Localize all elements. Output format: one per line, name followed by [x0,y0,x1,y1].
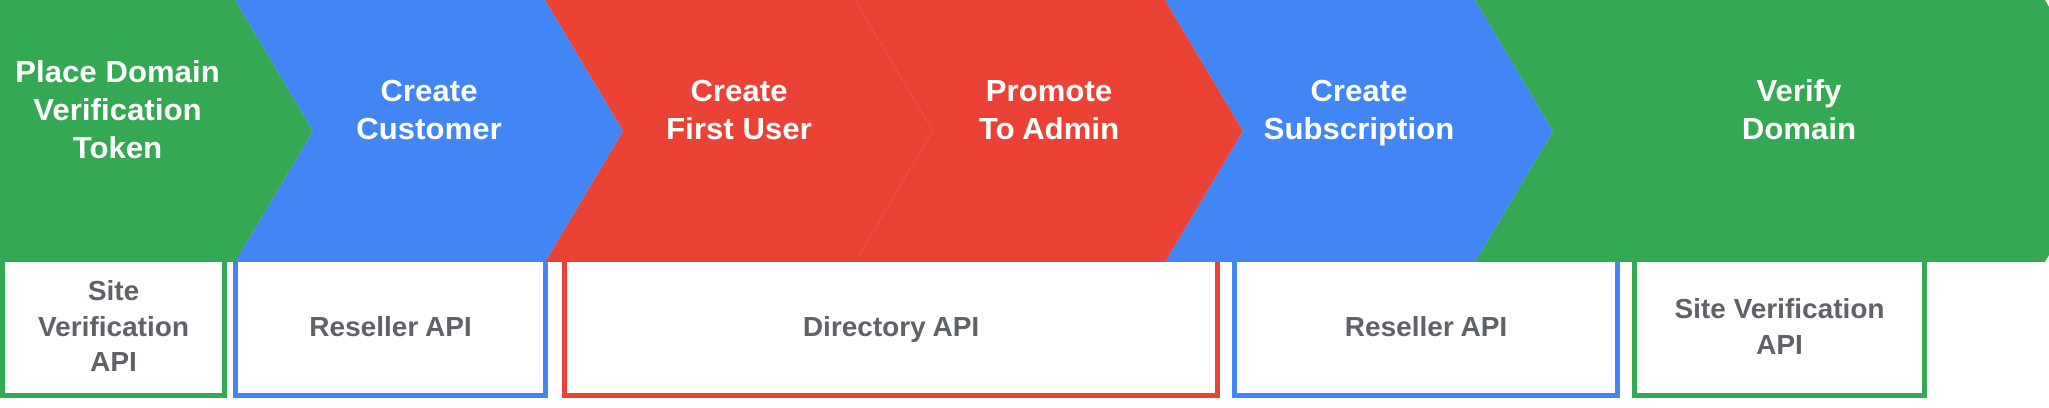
api-box-site-verification-api-1[interactable]: Site Verification API [0,255,227,398]
api-label: Reseller API [309,310,472,342]
api-box-band: Site Verification API Reseller API Direc… [0,255,2049,408]
step-label: Create Customer [356,72,502,146]
api-box-reseller-api-2[interactable]: Reseller API [1232,255,1620,398]
step-chevron-place-domain-verification-token[interactable]: Place Domain Verification Token [0,0,313,262]
api-box-directory-api[interactable]: Directory API [562,255,1220,398]
step-label: Promote To Admin [978,72,1120,146]
api-label: Reseller API [1344,310,1508,342]
step-label: Verify Domain [1741,72,1857,146]
step-label: Place Domain Verification Token [15,53,220,166]
api-label: Site Verification API [38,274,189,378]
chevron-band: Place Domain Verification Token Create C… [0,0,2049,262]
step-label: Create Subscription [1263,72,1455,146]
api-label: Site Verification API [1674,292,1885,360]
api-box-reseller-api-1[interactable]: Reseller API [233,255,548,398]
step-label: Create First User [666,72,812,146]
api-box-site-verification-api-2[interactable]: Site Verification API [1632,255,1927,398]
step-chevron-verify-domain[interactable]: Verify Domain [1475,0,2049,262]
api-label: Directory API [802,310,980,342]
